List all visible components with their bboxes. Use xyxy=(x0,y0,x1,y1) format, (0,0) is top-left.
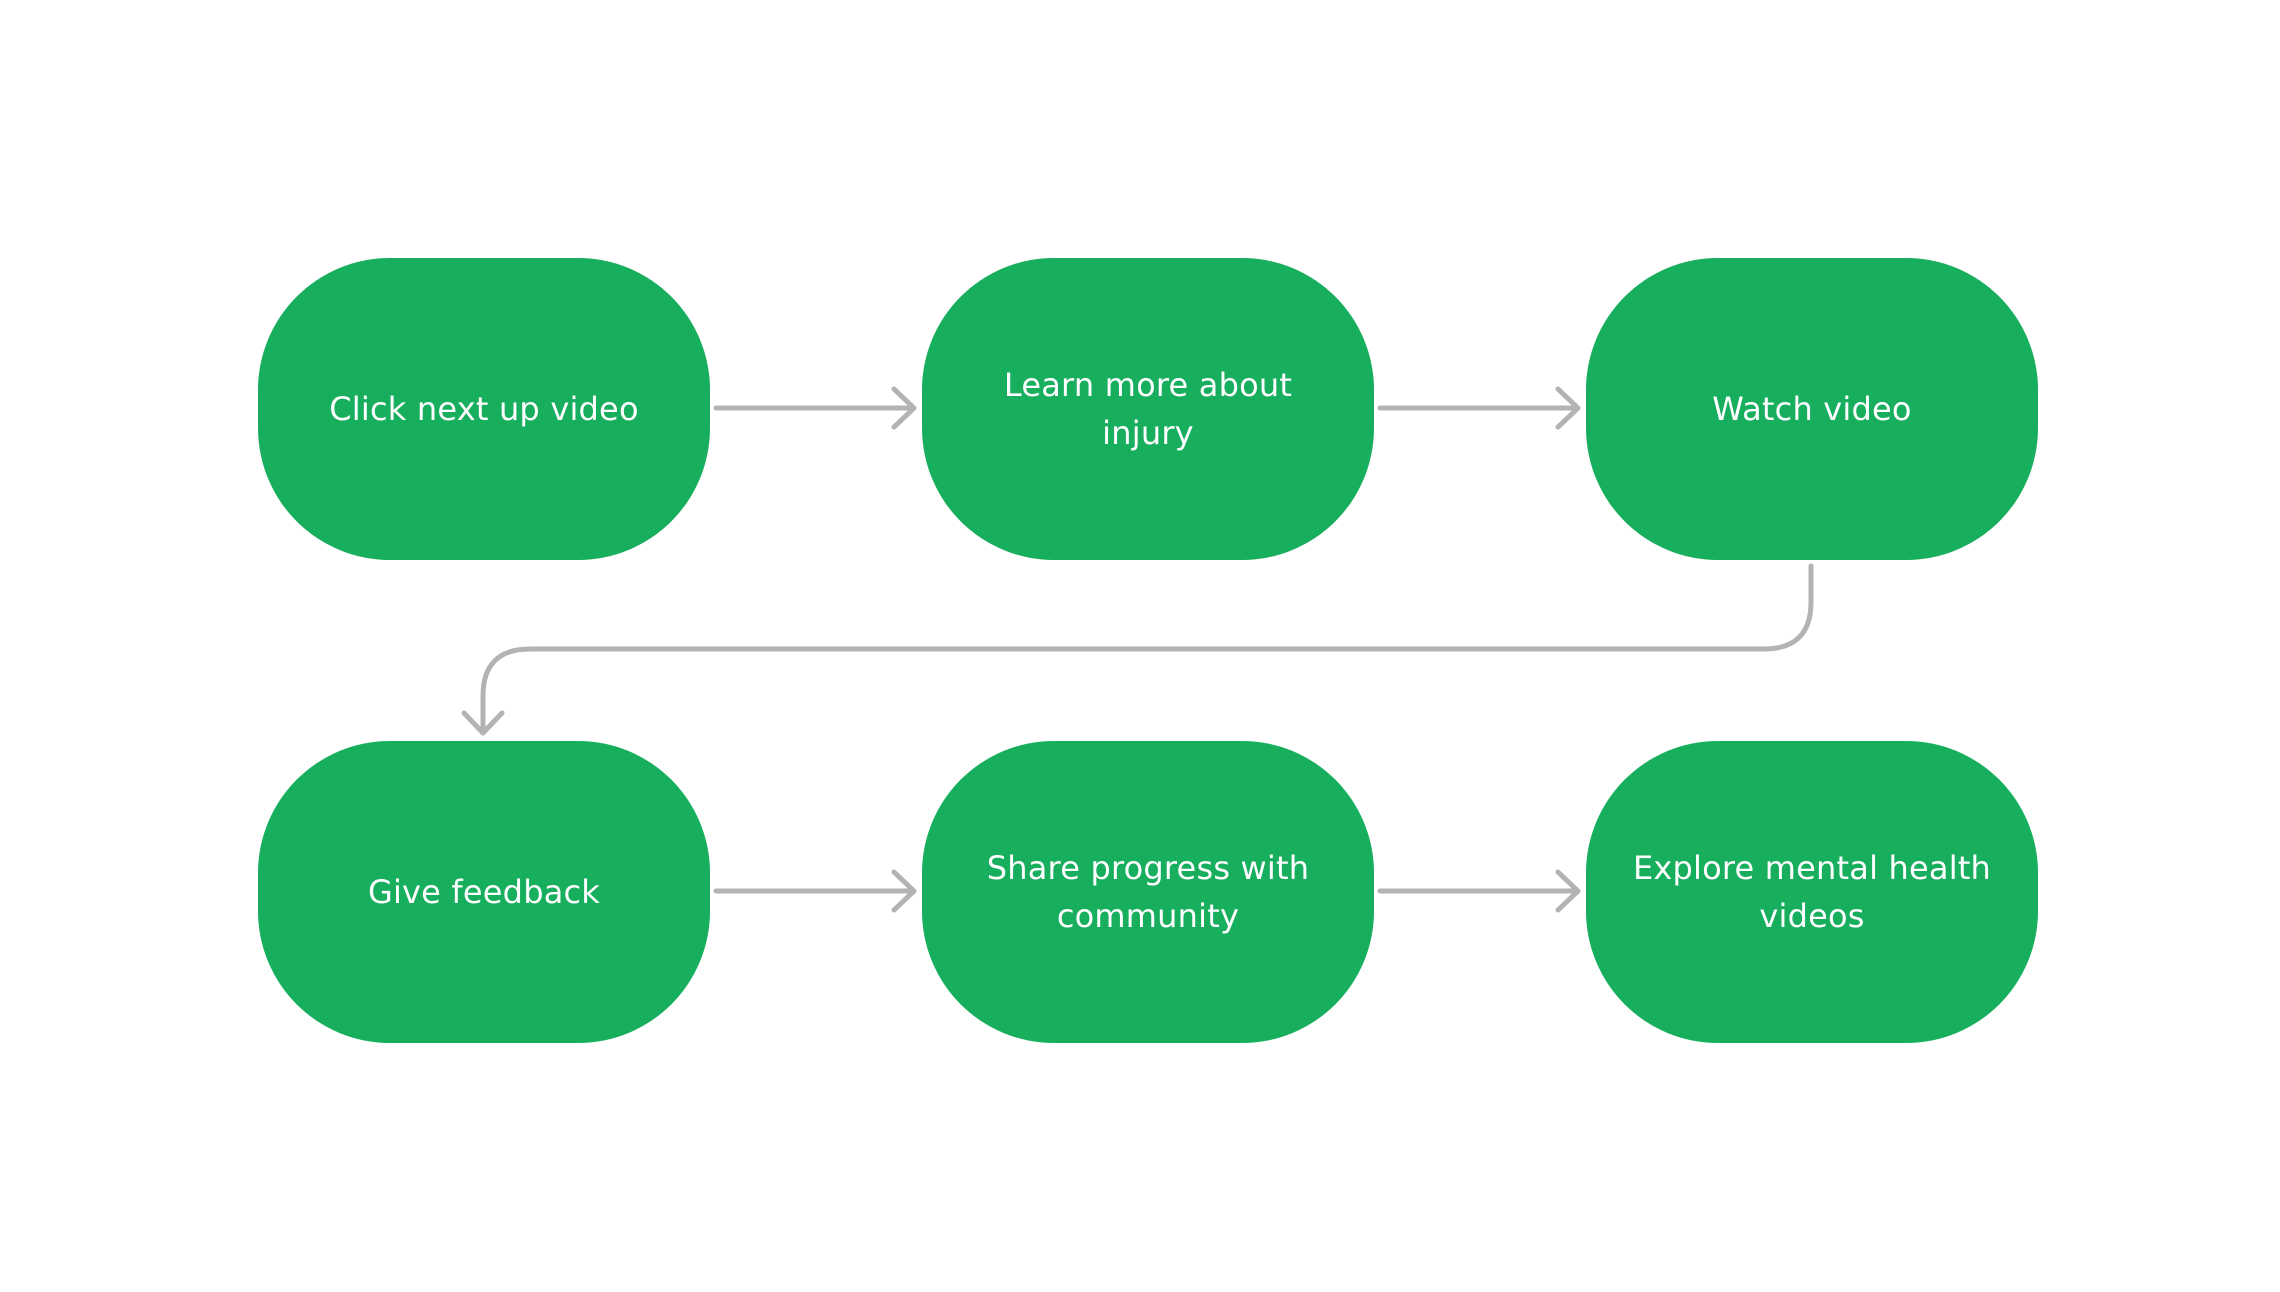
node-give-feedback: Give feedback xyxy=(258,741,710,1043)
node-label: Give feedback xyxy=(367,873,601,911)
arrow-share-progress-with-community-to-explore-mental-health-videos xyxy=(1377,869,1581,913)
node-explore-mental-health-videos: Explore mental health videos xyxy=(1586,741,2038,1043)
arrow-watch-video-to-give-feedback xyxy=(461,563,1814,736)
arrow-click-next-up-video-to-learn-more-about-injury xyxy=(713,386,917,430)
arrow-learn-more-about-injury-to-watch-video xyxy=(1377,386,1581,430)
node-share-progress-with-community: Share progress with community xyxy=(922,741,1374,1043)
node-label: Explore mental health videos xyxy=(1632,849,1992,935)
node-click-next-up-video: Click next up video xyxy=(258,258,710,560)
node-label: Watch video xyxy=(1712,390,1912,428)
node-watch-video: Watch video xyxy=(1586,258,2038,560)
arrow-give-feedback-to-share-progress-with-community xyxy=(713,869,917,913)
node-label: Click next up video xyxy=(329,390,639,428)
node-label: Share progress with community xyxy=(986,849,1310,935)
node-learn-more-about-injury: Learn more about injury xyxy=(922,258,1374,560)
node-label: Learn more about injury xyxy=(1003,366,1293,452)
